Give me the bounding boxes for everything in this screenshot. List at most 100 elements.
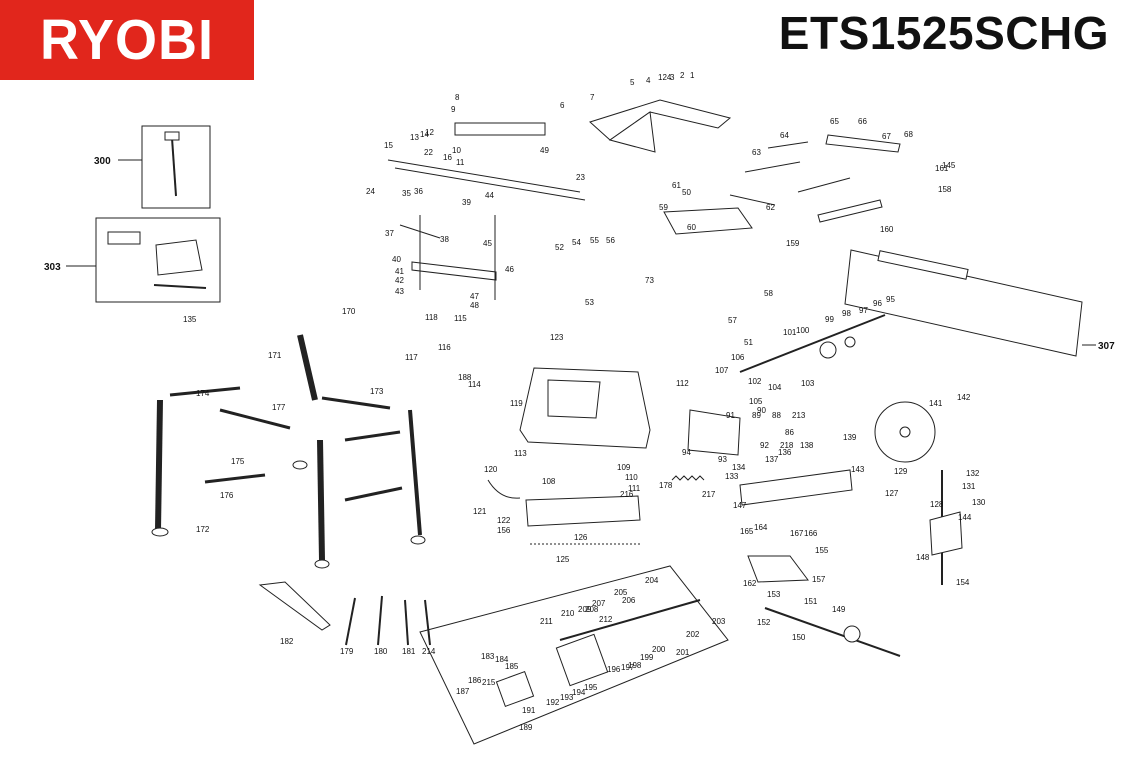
part-label-120: 120 [484, 465, 498, 474]
part-label-5: 5 [630, 78, 635, 87]
fence-64 [767, 141, 809, 149]
part-label-130: 130 [972, 498, 986, 507]
blade-guard [589, 99, 732, 141]
part-label-102: 102 [748, 377, 762, 386]
part-label-155: 155 [815, 546, 829, 555]
part-label-131: 131 [962, 482, 976, 491]
part-label-185: 185 [505, 662, 519, 671]
part-label-43: 43 [395, 287, 404, 296]
part-label-23: 23 [576, 173, 585, 182]
fence-63a [744, 161, 801, 173]
part-label-174: 174 [196, 389, 210, 398]
part-label-147: 147 [733, 501, 747, 510]
kit-303-box [95, 217, 221, 303]
part-label-180: 180 [374, 647, 388, 656]
part-label-86: 86 [785, 428, 794, 437]
part-label-115: 115 [454, 314, 467, 323]
part-label-125: 125 [556, 555, 570, 564]
part-label-36: 36 [414, 187, 423, 196]
part-label-123: 123 [550, 333, 564, 342]
part-label-156: 156 [497, 526, 511, 535]
part-label-189: 189 [519, 723, 533, 732]
frame-40 [411, 261, 497, 281]
part-label-8: 8 [455, 93, 460, 102]
part-label-4: 4 [646, 76, 651, 85]
part-label-177: 177 [272, 403, 286, 412]
brand-name: RYOBI [39, 8, 214, 72]
part-label-105: 105 [749, 397, 763, 406]
leg-171b [155, 399, 163, 531]
foot-172d [410, 535, 426, 545]
part-label-195: 195 [584, 683, 598, 692]
part-label-95: 95 [886, 295, 895, 304]
part-label-59: 59 [659, 203, 668, 212]
part-label-154: 154 [956, 578, 970, 587]
part-label-193: 193 [560, 693, 574, 702]
part-label-186: 186 [468, 676, 482, 685]
part-label-150: 150 [792, 633, 806, 642]
part-label-65: 65 [830, 117, 839, 126]
part-label-41: 41 [395, 267, 404, 276]
crank-shaft [764, 607, 901, 657]
part-label-216: 216 [620, 490, 634, 499]
part-label-133: 133 [725, 472, 739, 481]
bracket [747, 555, 809, 583]
part-label-128: 128 [930, 500, 944, 509]
drawer [525, 495, 641, 527]
part-label-192: 192 [546, 698, 560, 707]
part-label-213: 213 [792, 411, 806, 420]
part-label-12: 12 [425, 128, 434, 137]
part-label-201: 201 [676, 648, 690, 657]
spring-178 [671, 475, 705, 481]
part-label-104: 104 [768, 383, 782, 392]
motor-shaft [559, 599, 701, 641]
part-label-166: 166 [804, 529, 818, 538]
part-label-178: 178 [659, 481, 673, 490]
part-label-209: 209 [578, 605, 592, 614]
part-label-218: 218 [780, 441, 794, 450]
part-label-109: 109 [617, 463, 631, 472]
part-label-144: 144 [958, 513, 972, 522]
key-181 [404, 599, 409, 646]
part-label-161: 161 [935, 164, 949, 173]
part-label-203: 203 [712, 617, 726, 626]
miter-gauge-bar [107, 231, 141, 245]
kit-300-label: 300 [94, 156, 111, 167]
part-label-139: 139 [843, 433, 857, 442]
part-label-52: 52 [555, 243, 564, 252]
part-label-47: 47 [470, 292, 479, 301]
key-214 [424, 599, 431, 646]
part-label-208: 208 [585, 605, 599, 614]
foot-172c [314, 559, 330, 569]
part-label-194: 194 [572, 688, 586, 697]
part-label-176: 176 [220, 491, 234, 500]
part-label-205: 205 [614, 588, 628, 597]
part-label-214: 214 [422, 647, 436, 656]
part-label-2: 2 [680, 71, 685, 80]
fence-160 [817, 199, 883, 223]
part-label-73: 73 [645, 276, 654, 285]
model-number: ETS1525SCHG [778, 7, 1109, 59]
part-label-98: 98 [842, 309, 851, 318]
part-label-97: 97 [859, 306, 868, 315]
motor-housing [555, 633, 609, 687]
part-label-137: 137 [765, 455, 779, 464]
stretcher-173 [321, 396, 391, 410]
part-label-206: 206 [622, 596, 636, 605]
part-label-119: 119 [510, 399, 523, 408]
rail-133 [739, 469, 853, 506]
part-label-90: 90 [757, 406, 766, 415]
part-label-13: 13 [410, 133, 419, 142]
part-label-116: 116 [438, 343, 451, 352]
cord-121 [487, 479, 521, 499]
part-label-106: 106 [731, 353, 745, 362]
part-label-61: 61 [672, 181, 681, 190]
part-label-179: 179 [340, 647, 354, 656]
fence-63b [797, 177, 851, 193]
part-label-39: 39 [462, 198, 471, 207]
table-insert [663, 207, 753, 235]
part-label-68: 68 [904, 130, 913, 139]
part-label-164: 164 [754, 523, 768, 532]
part-label-57: 57 [728, 316, 737, 325]
part-label-22: 22 [424, 148, 433, 157]
